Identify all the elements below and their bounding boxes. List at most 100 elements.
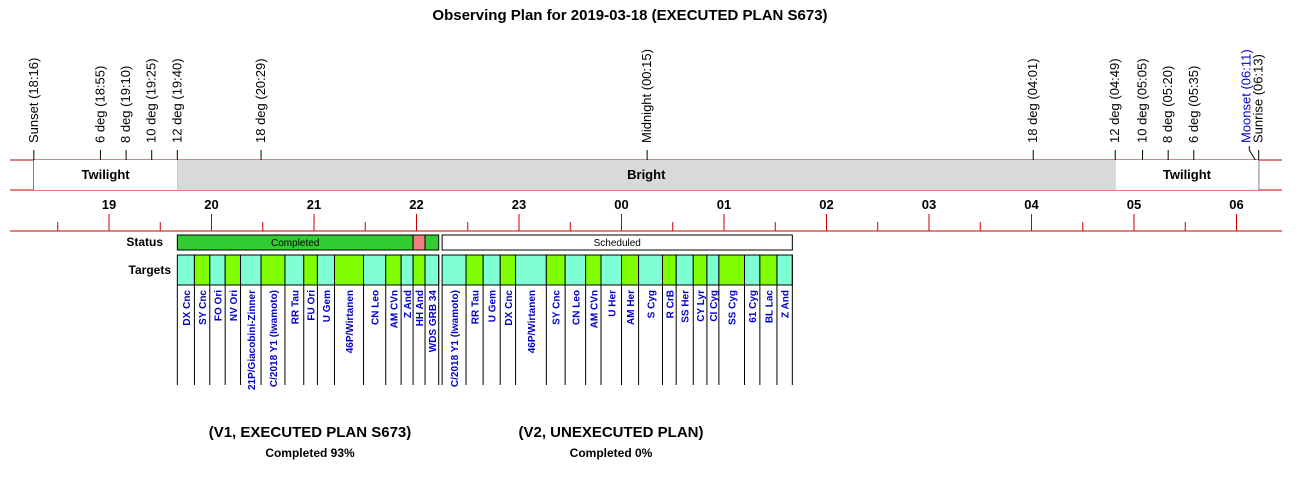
hour-label: 04 bbox=[1024, 197, 1039, 212]
status-bar-label: Completed bbox=[271, 238, 319, 249]
target-block bbox=[176, 254, 195, 286]
targets-row-label: Targets bbox=[129, 263, 172, 277]
target-block bbox=[424, 254, 440, 286]
status-bar-label: Scheduled bbox=[594, 238, 641, 249]
target-name: U Gem bbox=[488, 290, 499, 322]
target-name: C/2018 Y1 (Iwamoto) bbox=[269, 290, 280, 387]
target-name: S Cyg bbox=[647, 290, 658, 318]
target-name: BL Lac bbox=[764, 290, 775, 324]
sky-band-label: Bright bbox=[627, 167, 666, 182]
hour-label: 22 bbox=[409, 197, 423, 212]
target-block bbox=[316, 254, 335, 286]
target-name: SY Cnc bbox=[198, 290, 209, 325]
target-block bbox=[675, 254, 694, 286]
sky-band-label: Twilight bbox=[1163, 167, 1212, 182]
event-label: Sunrise (06:13) bbox=[1251, 54, 1266, 143]
hour-label: 05 bbox=[1127, 197, 1141, 212]
event-label: 18 deg (20:29) bbox=[253, 58, 268, 143]
target-block bbox=[718, 254, 745, 286]
target-block bbox=[482, 254, 501, 286]
target-block bbox=[334, 254, 365, 286]
target-name: NV Ori bbox=[229, 290, 240, 321]
event-label: Moonset (06:11) bbox=[1238, 49, 1253, 143]
hour-label: 23 bbox=[512, 197, 526, 212]
hour-label: 02 bbox=[819, 197, 833, 212]
sky-band-label: Twilight bbox=[82, 167, 131, 182]
event-label: 8 deg (05:20) bbox=[1160, 66, 1175, 143]
target-block bbox=[600, 254, 622, 286]
target-block bbox=[706, 254, 720, 286]
event-label: 10 deg (19:25) bbox=[144, 58, 159, 143]
target-name: 61 Cyg bbox=[748, 290, 759, 323]
target-name: SS Cyg bbox=[728, 290, 739, 325]
event-label: 18 deg (04:01) bbox=[1025, 58, 1040, 143]
event-markers: Sunset (18:16) 6 deg (18:55) 8 deg (19:10)… bbox=[26, 49, 1266, 161]
target-block bbox=[662, 254, 677, 286]
target-name: C/2018 Y1 (Iwamoto) bbox=[450, 290, 461, 387]
target-name: AM CVn bbox=[589, 290, 600, 328]
hour-label: 06 bbox=[1229, 197, 1243, 212]
sky-band bbox=[177, 160, 1116, 190]
status-row: Completed Scheduled bbox=[176, 234, 793, 251]
target-block bbox=[744, 254, 761, 286]
target-name: DX Cnc bbox=[182, 290, 193, 326]
target-name: 46P/Wirtanen bbox=[527, 290, 538, 353]
target-block bbox=[209, 254, 226, 286]
target-name: Z And bbox=[781, 290, 792, 318]
target-name: WDS GRB 34 bbox=[428, 290, 439, 353]
sky-band bbox=[1115, 160, 1259, 190]
target-name: CN Leo bbox=[571, 290, 582, 325]
target-name: CI Cyg bbox=[709, 290, 720, 322]
event-leader bbox=[1248, 146, 1256, 161]
target-name: FO Ori bbox=[213, 290, 224, 321]
event-label: 10 deg (05:05) bbox=[1135, 58, 1150, 143]
target-block bbox=[638, 254, 663, 286]
plan-completion: Completed 0% bbox=[570, 446, 653, 460]
hour-label: 01 bbox=[717, 197, 731, 212]
target-name: RR Tau bbox=[290, 290, 301, 324]
target-name: SY Cnc bbox=[552, 290, 563, 325]
plan-completion: Completed 93% bbox=[265, 446, 355, 460]
target-name: CY Lyr bbox=[696, 290, 707, 322]
target-name: FU Ori bbox=[307, 290, 318, 321]
status-bar bbox=[441, 234, 793, 251]
target-block bbox=[193, 254, 211, 286]
target-name: Z And bbox=[403, 290, 414, 318]
target-name: 46P/Wirtanen bbox=[345, 290, 356, 353]
hour-label: 20 bbox=[204, 197, 218, 212]
plan-caption: (V2, UNEXECUTED PLAN) bbox=[518, 424, 703, 441]
target-block bbox=[224, 254, 242, 286]
target-block bbox=[621, 254, 640, 286]
event-label: 8 deg (19:10) bbox=[118, 66, 133, 143]
sky-band bbox=[33, 160, 178, 190]
target-block bbox=[776, 254, 793, 286]
target-name: U Gem bbox=[322, 290, 333, 322]
event-label: Midnight (00:15) bbox=[639, 49, 654, 143]
target-name: AM Her bbox=[626, 290, 637, 325]
target-block bbox=[412, 254, 426, 286]
target-block bbox=[545, 254, 566, 286]
status-bar bbox=[424, 234, 440, 251]
target-block bbox=[585, 254, 602, 286]
target-block bbox=[260, 254, 286, 286]
target-name: DX Cnc bbox=[504, 290, 515, 326]
target-block bbox=[515, 254, 547, 286]
target-block bbox=[465, 254, 484, 286]
target-name: SS Her bbox=[681, 290, 692, 323]
event-label: 6 deg (18:55) bbox=[92, 66, 107, 143]
target-name: CN Leo bbox=[371, 290, 382, 325]
event-label: 12 deg (04:49) bbox=[1107, 58, 1122, 143]
chart-title: Observing Plan for 2019-03-18 (EXECUTED … bbox=[432, 7, 827, 24]
target-block bbox=[240, 254, 262, 286]
target-block bbox=[499, 254, 517, 286]
target-block bbox=[441, 254, 467, 286]
sky-bands: Twilight Bright Twilight bbox=[33, 160, 1259, 190]
status-row-label: Status bbox=[126, 235, 163, 249]
target-block bbox=[363, 254, 387, 286]
event-label: 6 deg (05:35) bbox=[1186, 66, 1201, 143]
event-label: Sunset (18:16) bbox=[26, 58, 41, 143]
plan-captions: (V1, EXECUTED PLAN S673)Completed 93%(V2… bbox=[209, 424, 704, 460]
